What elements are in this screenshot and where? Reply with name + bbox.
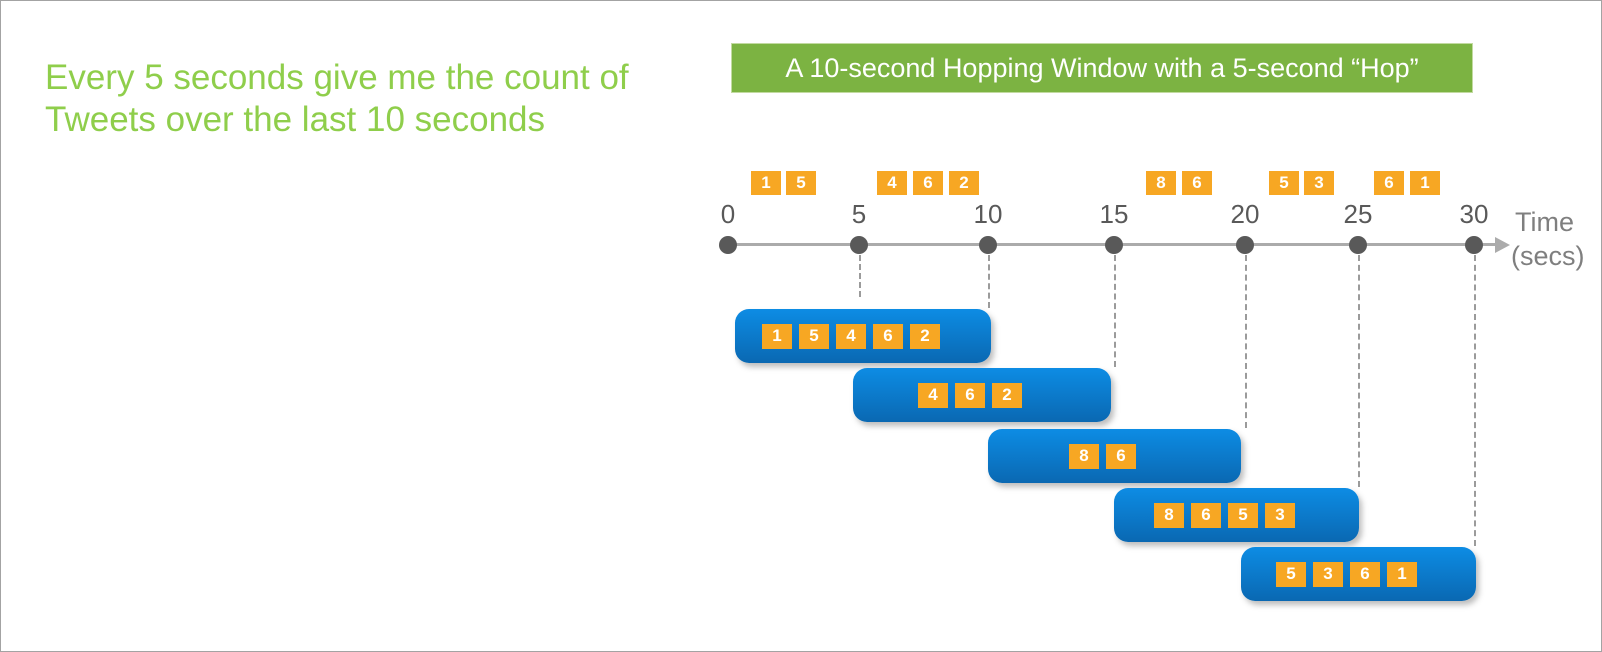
window-event-box: 2	[992, 382, 1022, 408]
timeline-event-box: 1	[751, 171, 781, 195]
window-event-box: 4	[918, 382, 948, 408]
window-event-box: 8	[1069, 443, 1099, 469]
window-event-box: 5	[1276, 561, 1306, 587]
timeline-event-box: 8	[1146, 171, 1176, 195]
timeline-event-box: 1	[1410, 171, 1440, 195]
timeline-tick-label: 20	[1230, 199, 1260, 229]
diagram-title-banner: A 10-second Hopping Window with a 5-seco…	[731, 43, 1473, 93]
tick-dashed-line	[1358, 255, 1360, 487]
window-event-box: 5	[1228, 502, 1258, 528]
tick-dashed-line	[1245, 255, 1247, 428]
window-event-box: 6	[955, 382, 985, 408]
query-description-text: Every 5 seconds give me the count of Twe…	[45, 58, 629, 139]
timeline-event-box: 4	[877, 171, 907, 195]
window-event-box: 2	[910, 323, 940, 349]
timeline-event-box: 6	[913, 171, 943, 195]
timeline-event-box: 5	[1269, 171, 1299, 195]
timeline-tick-dot	[1465, 236, 1483, 254]
timeline-event-box: 3	[1304, 171, 1334, 195]
timeline-tick-dot	[719, 236, 737, 254]
window-event-box: 5	[799, 323, 829, 349]
timeline-tick-dot	[1236, 236, 1254, 254]
timeline-tick-label: 5	[851, 199, 867, 229]
timeline-tick-label: 15	[1099, 199, 1129, 229]
window-event-box: 3	[1313, 561, 1343, 587]
timeline-event-box: 5	[786, 171, 816, 195]
tick-dashed-line	[859, 255, 861, 297]
timeline-event-box: 2	[949, 171, 979, 195]
timeline-tick-label: 10	[973, 199, 1003, 229]
window-event-box: 6	[1350, 561, 1380, 587]
timeline-tick-dot	[1105, 236, 1123, 254]
timeline-tick-dot	[850, 236, 868, 254]
window-event-box: 6	[1191, 502, 1221, 528]
tick-dashed-line	[1114, 255, 1116, 367]
window-event-box: 1	[1387, 561, 1417, 587]
time-axis-label: Time	[1515, 207, 1574, 237]
window-event-box: 4	[836, 323, 866, 349]
window-event-box: 3	[1265, 502, 1295, 528]
timeline-event-box: 6	[1374, 171, 1404, 195]
timeline-tick-label: 30	[1459, 199, 1489, 229]
timeline-tick-dot	[1349, 236, 1367, 254]
window-event-box: 1	[762, 323, 792, 349]
window-event-box: 6	[1106, 443, 1136, 469]
time-axis-unit-label: (secs)	[1511, 241, 1585, 271]
timeline-event-box: 6	[1182, 171, 1212, 195]
tick-dashed-line	[1474, 255, 1476, 546]
timeline-tick-label: 25	[1343, 199, 1373, 229]
diagram-title-label: A 10-second Hopping Window with a 5-seco…	[785, 52, 1419, 83]
window-event-box: 6	[873, 323, 903, 349]
timeline-tick-label: 0	[720, 199, 736, 229]
timeline-tick-dot	[979, 236, 997, 254]
window-event-box: 8	[1154, 502, 1184, 528]
tick-dashed-line	[988, 255, 990, 308]
timeline-arrow-icon	[1495, 237, 1510, 253]
